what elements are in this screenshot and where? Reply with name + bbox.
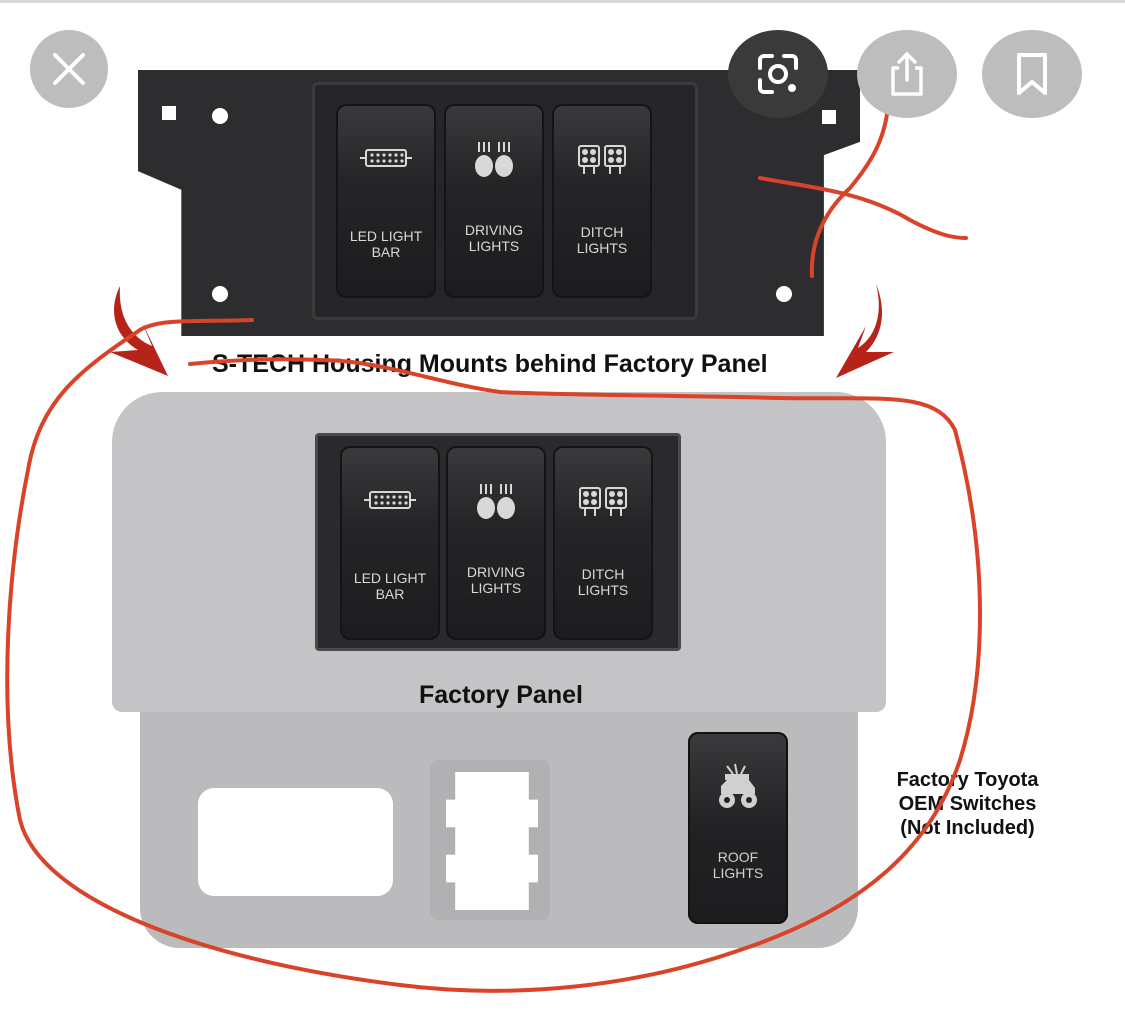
housing-mount-hole bbox=[212, 286, 228, 302]
light-bar-icon bbox=[358, 142, 414, 178]
oem-switch-roof-lights: ROOF LIGHTS bbox=[688, 732, 788, 924]
left-arrow bbox=[110, 286, 168, 376]
ditch-lights-icon bbox=[577, 484, 629, 520]
housing-square-hole bbox=[162, 106, 176, 120]
red-scribble bbox=[5, 104, 982, 993]
panel-switch-driving-lights: DRIVING LIGHTS bbox=[446, 446, 546, 640]
housing-caption: S-TECH Housing Mounts behind Factory Pan… bbox=[212, 350, 768, 378]
top-divider bbox=[0, 0, 1125, 3]
lens-icon bbox=[758, 54, 798, 94]
right-arrow bbox=[836, 284, 894, 378]
housing-switch-ditch-lights: DITCH LIGHTS bbox=[552, 104, 652, 298]
ditch-lights-icon bbox=[576, 142, 628, 178]
housing-switch-driving-lights: DRIVING LIGHTS bbox=[444, 104, 544, 298]
housing-mount-hole bbox=[212, 108, 228, 124]
panel-switch-ditch-lights: DITCH LIGHTS bbox=[553, 446, 653, 640]
driving-lights-icon bbox=[471, 484, 521, 520]
housing-square-hole bbox=[822, 110, 836, 124]
driving-lights-icon bbox=[469, 142, 519, 178]
switch-label: DRIVING LIGHTS bbox=[464, 222, 524, 254]
close-button[interactable] bbox=[30, 30, 108, 108]
housing-mount-hole bbox=[776, 286, 792, 302]
bookmark-button[interactable] bbox=[982, 30, 1082, 118]
truck-icon bbox=[713, 762, 763, 817]
panel-switch-slot bbox=[446, 772, 538, 910]
housing-switch-led-light-bar: LED LIGHT BAR bbox=[336, 104, 436, 298]
switch-label: DITCH LIGHTS bbox=[576, 224, 628, 256]
visual-search-button[interactable] bbox=[728, 30, 828, 118]
switch-label: DITCH LIGHTS bbox=[577, 566, 629, 598]
bookmark-icon bbox=[1017, 53, 1047, 95]
switch-label: LED LIGHT BAR bbox=[349, 228, 423, 260]
light-bar-icon bbox=[362, 484, 418, 520]
panel-rect-cutout bbox=[198, 788, 393, 896]
close-icon bbox=[53, 53, 85, 85]
switch-label: LED LIGHT BAR bbox=[353, 570, 427, 602]
panel-switch-led-light-bar: LED LIGHT BAR bbox=[340, 446, 440, 640]
share-button[interactable] bbox=[857, 30, 957, 118]
panel-caption: Factory Panel bbox=[419, 681, 583, 709]
share-icon bbox=[891, 52, 923, 96]
switch-label: DRIVING LIGHTS bbox=[466, 564, 526, 596]
switch-label: ROOF LIGHTS bbox=[712, 849, 764, 881]
